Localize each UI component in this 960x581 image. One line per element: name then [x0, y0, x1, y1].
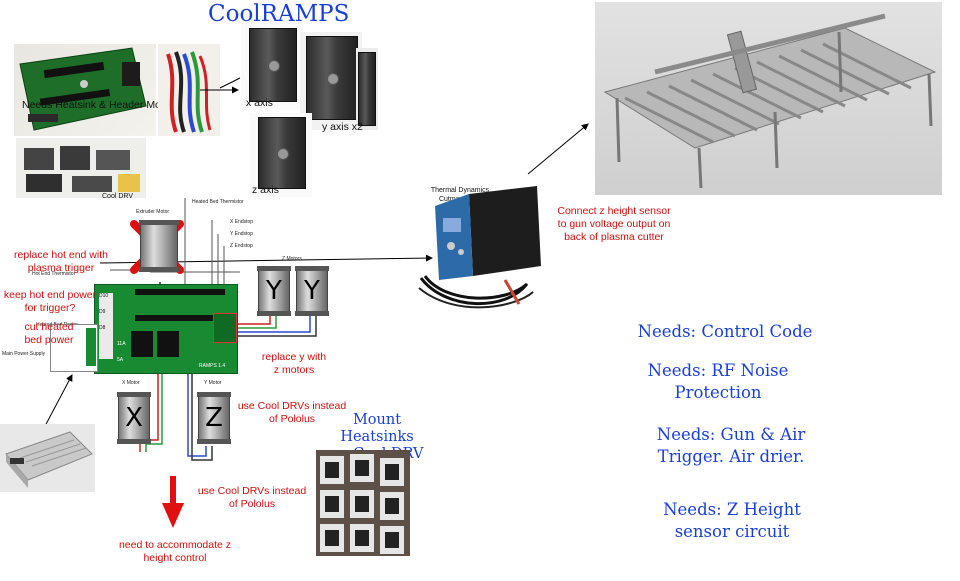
- z-axis-label: z axis: [252, 184, 279, 196]
- needs-control-code: Needs: Control Code: [637, 322, 813, 341]
- needs-z-height-sensor: Needs: Z Height sensor circuit: [663, 500, 801, 541]
- y-motor-label: Y Motor: [204, 380, 222, 386]
- z-height-control-note: need to accommodate z height control: [118, 539, 232, 564]
- 5a-label: 5A: [117, 357, 124, 363]
- cool-drv-label: Cool DRV: [102, 193, 133, 200]
- heated-bed-thermistor-label: Heated Bed Thermistor: [192, 199, 244, 205]
- ramps-version-label: RAMPS 1.4: [199, 363, 226, 369]
- z-motor-1: Y: [257, 266, 291, 316]
- ramps-board-photo: [14, 44, 156, 136]
- z-motor-2: Y: [295, 266, 329, 316]
- replace-y-note: replace y with z motors: [261, 351, 327, 376]
- plasma-cutter-photo: [415, 180, 550, 310]
- plasma-table-render: [595, 2, 942, 195]
- cut-heated-bed-note: cut heated bed power: [24, 321, 74, 346]
- x-endstop-label: X Endstop: [230, 219, 254, 225]
- extruder-stepper: X: [139, 220, 179, 272]
- connect-z-sensor-note: Connect z height sensor to gun voltage o…: [557, 205, 671, 243]
- x-axis-label: x axis: [246, 97, 273, 109]
- y-motor: Z: [197, 392, 231, 444]
- board-photo-overlay-text: Needs Heatsink & Header Modification: [22, 99, 203, 111]
- keep-hot-end-power-note: keep hot end power for trigger?: [3, 289, 97, 314]
- y-axis-motor-photo: [300, 32, 362, 130]
- 11a-label: 11A: [117, 341, 126, 347]
- x-motor-label: X Motor: [122, 380, 140, 386]
- replace-hot-end-note: replace hot end with plasma trigger: [14, 249, 108, 274]
- y-axis-motor-photo-2: [356, 48, 378, 130]
- extruder-motor-label: Extruder Motor: [136, 209, 170, 215]
- cool-drv-note-1: use Cool DRVs instead of Pololus: [237, 400, 347, 425]
- z-axis-motor-photo: [250, 113, 312, 197]
- cool-drv-photo: [16, 138, 146, 198]
- z-endstop-label: Z Endstop: [230, 243, 253, 249]
- z-motors-label: Z Motors: [282, 256, 302, 262]
- y-axis-label: y axis x2: [322, 121, 363, 133]
- main-power-supply-label: Main Power Supply: [2, 351, 46, 357]
- power-supply-photo: [0, 424, 95, 492]
- d8-label: D8: [99, 325, 106, 331]
- cool-drv-note-2: use Cool DRVs instead of Pololus: [197, 485, 307, 510]
- needs-rf-noise: Needs: RF Noise Protection: [647, 361, 789, 402]
- power-terminal: [86, 328, 96, 366]
- needs-gun-air-trigger: Needs: Gun & Air Trigger. Air drier.: [656, 425, 806, 466]
- x-axis-motor-photo: [241, 22, 303, 110]
- hot-end-thermistor-label: Hot End Thermistor: [32, 271, 76, 277]
- x-motor: X: [117, 392, 151, 444]
- d10-label: D10: [99, 293, 109, 299]
- ramps-board: D10 D9 D8 11A 5A RAMPS 1.4: [94, 284, 238, 374]
- heatsink-photo: [316, 450, 410, 556]
- d9-label: D9: [99, 309, 106, 315]
- y-endstop-label: Y Endstop: [230, 231, 253, 237]
